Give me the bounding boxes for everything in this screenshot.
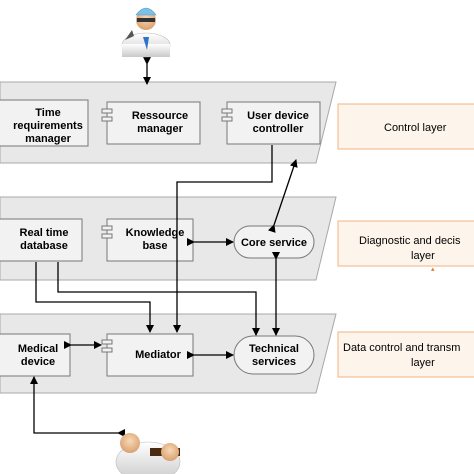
component-icon [101,116,113,122]
diagnostic-layer-label-box: Diagnostic and decis layer ▴ [337,220,474,273]
resource-manager-line2: manager [137,123,184,135]
knowledge-base-line2: base [142,240,167,252]
arrow-patient-device [30,376,125,437]
mediator-box: Mediator [101,333,194,377]
knowledge-base-line1: Knowledge [126,227,185,239]
realtime-database-box: Real time database [0,218,83,262]
user-device-controller-line1: User device [247,110,309,122]
technical-services-box: Technical services [233,335,315,375]
doctor-avatar-icon [121,7,171,58]
component-icon [221,116,233,122]
resource-manager-line1: Ressource [132,110,188,122]
patient-avatar-icon [115,433,181,474]
user-device-controller-box: User device controller [221,101,321,145]
technical-services-line1: Technical [249,343,299,355]
medical-device-line2: device [21,356,55,368]
diagnostic-layer-label-line2: layer [411,250,435,262]
realtime-db-line1: Real time [20,227,69,239]
component-icon [101,339,113,345]
arrow-db-technical [57,262,260,336]
time-manager-line3: manager [25,133,72,145]
mediator-label: Mediator [135,349,182,361]
control-layer-label: Control layer [384,122,447,134]
time-manager-line1: Time [35,107,60,119]
medical-device-line1: Medical [18,343,58,355]
core-service-box: Core service [233,225,315,259]
component-icon [101,347,113,353]
data-control-layer-label-line1: Data control and transm [343,342,460,354]
knowledge-base-box: Knowledge base [101,218,194,262]
diagnostic-layer-label-line1: Diagnostic and decis [359,235,461,247]
component-icon [101,233,113,239]
resource-manager-box: Ressource manager [101,101,201,145]
user-device-controller-line2: controller [253,123,304,135]
connectors [30,57,298,437]
time-manager-line2: requirements [13,120,83,132]
data-control-layer-label-line2: layer [411,357,435,369]
core-service-label: Core service [241,237,307,249]
arrow-db-mediator [35,262,154,333]
data-control-layer-label-box: Data control and transm layer [337,331,474,378]
realtime-db-line2: database [20,240,68,252]
medical-device-box: Medical device [0,333,71,377]
technical-services-line2: services [252,356,296,368]
component-icon [101,108,113,114]
control-layer-label-box: Control layer [337,103,474,150]
time-requirements-manager-box: Time requirements manager [0,99,89,147]
component-icon [221,108,233,114]
arrow-core-controller [267,159,298,233]
accent-mark: ▴ [431,266,435,273]
component-icon [101,225,113,231]
